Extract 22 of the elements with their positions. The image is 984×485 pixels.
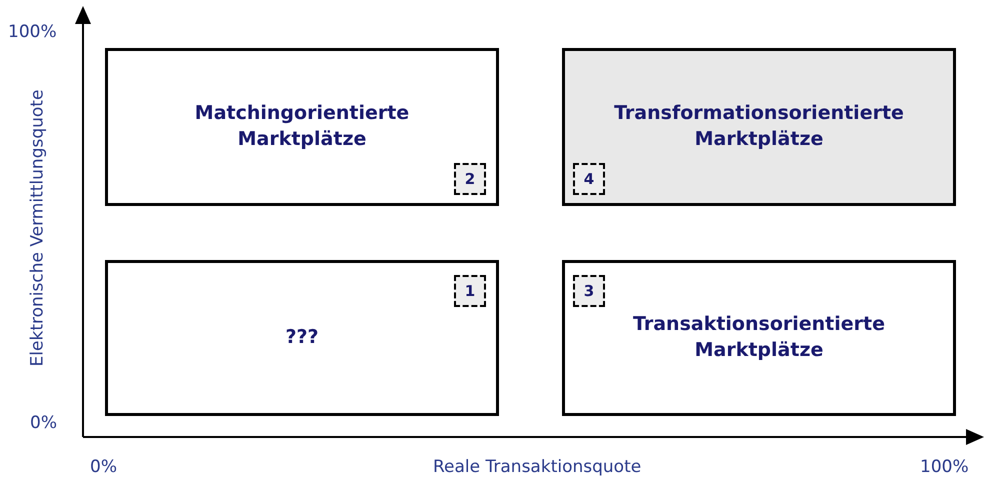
tick-label: 100% [8,22,57,42]
tick-label: 0% [30,413,57,433]
quadrant-title: Transformationsorientierte Marktplätze [613,101,905,152]
callout-number: 2 [464,168,476,190]
quadrant-title: Matchingorientierte Marktplätze [194,101,410,152]
quadrant-title: ??? [285,325,319,350]
axis-title: Elektronische Vermittlungsquote [26,90,47,366]
callout-number: 1 [464,280,476,302]
callout-number: 3 [584,280,594,302]
quadrant-box [562,260,956,416]
axis-title: Reale Transaktionsquote [433,457,642,477]
quadrant-title: Transaktionsorientierte Marktplätze [632,312,886,363]
tick-label: 100% [920,457,969,477]
number-box [454,275,486,307]
tick-label: 0% [90,457,117,477]
number-box [573,163,605,195]
number-box [573,275,605,307]
quadrant-box [562,48,956,206]
callout-number: 4 [584,168,594,190]
quadrant-box [105,260,499,416]
quadrant-box [105,48,499,206]
number-box [454,163,486,195]
